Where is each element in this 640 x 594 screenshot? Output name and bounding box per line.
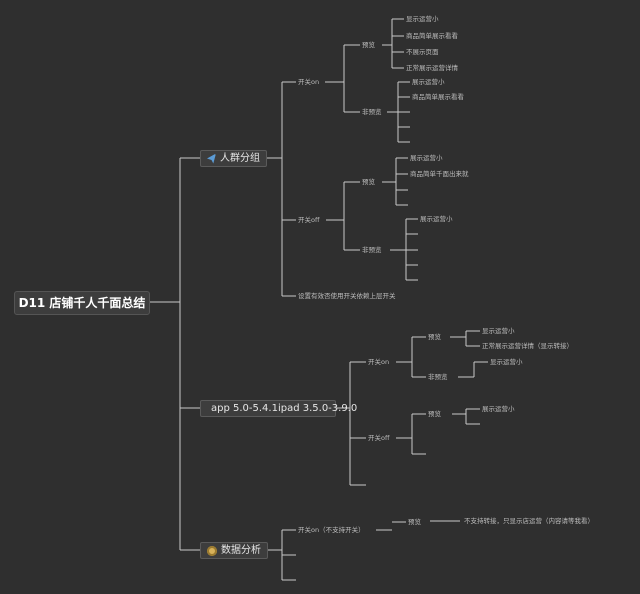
connector-app-off	[396, 413, 426, 455]
branch-crowd-label: 人群分组	[220, 152, 260, 164]
connector-app-on	[396, 336, 426, 378]
root-topic[interactable]: D11 店铺千人千面总结	[14, 291, 150, 315]
crowd-on-preview-item-2[interactable]: 商品简单展示看看	[406, 32, 458, 40]
crowd-off-preview-item-1[interactable]: 展示运营小	[410, 154, 443, 162]
crowd-on-nonpreview[interactable]: 非预览	[362, 108, 382, 116]
data-switch-on[interactable]: 开关on（不支持开关）	[298, 526, 365, 534]
connector-app-on-nonpreview	[458, 361, 488, 378]
connector-crowd-on-nonpreview	[387, 81, 410, 143]
connector-crowd-off-nonpreview	[390, 218, 418, 281]
app-switch-off[interactable]: 开关off	[368, 434, 390, 442]
crowd-off-nonpreview[interactable]: 非预览	[362, 246, 382, 254]
data-on-preview[interactable]: 预览	[408, 518, 421, 526]
connector-app-on-preview	[450, 330, 480, 347]
app-on-nonpreview-item-1[interactable]: 显示运营小	[490, 358, 523, 366]
connector-crowd-on	[325, 44, 360, 113]
crowd-switch-off[interactable]: 开关off	[298, 216, 320, 224]
branch-crowd-grouping[interactable]: 人群分组	[200, 150, 267, 167]
connector-crowd-off	[326, 181, 360, 251]
connector-data-on	[376, 520, 460, 531]
app-off-preview[interactable]: 预览	[428, 410, 441, 418]
crowd-on-preview[interactable]: 预览	[362, 41, 375, 49]
connector-data	[268, 529, 296, 581]
app-switch-on[interactable]: 开关on	[368, 358, 390, 366]
crowd-on-nonpreview-item-2[interactable]: 商品简单展示看看	[412, 93, 464, 101]
app-on-preview-item-1[interactable]: 显示运营小	[482, 327, 515, 335]
crowd-on-preview-item-1[interactable]: 显示运营小	[406, 15, 439, 23]
branch-data-analysis[interactable]: 数据分析	[200, 542, 268, 559]
crowd-switch-on[interactable]: 开关on	[298, 78, 320, 86]
plane-icon	[207, 153, 216, 164]
connector-app-off-preview	[452, 408, 480, 425]
app-on-preview-item-2[interactable]: 正常展示运营详情（显示转接）	[482, 342, 573, 350]
branch-app-label: app 5.0-5.4.1ipad 3.5.0-3.9.0	[211, 402, 358, 414]
app-on-preview[interactable]: 预览	[428, 333, 441, 341]
connector-crowd-on-preview	[382, 18, 404, 69]
connector-crowd	[267, 81, 296, 297]
connector-crowd-off-preview	[382, 157, 408, 206]
app-on-nonpreview[interactable]: 非预览	[428, 373, 448, 381]
crowd-on-nonpreview-item-1[interactable]: 展示运营小	[412, 78, 445, 86]
branch-data-label: 数据分析	[221, 544, 261, 556]
crowd-on-preview-item-4[interactable]: 正常展示运营详情	[406, 64, 458, 72]
crowd-note[interactable]: 设置有效否使用开关依赖上层开关	[298, 292, 396, 300]
chart-icon	[207, 545, 217, 556]
branch-app[interactable]: app 5.0-5.4.1ipad 3.5.0-3.9.0	[200, 400, 357, 417]
app-off-preview-item-1[interactable]: 展示运营小	[482, 405, 515, 413]
data-on-preview-item-1[interactable]: 不支持转接，只显示店运营（内容请等我看）	[464, 517, 594, 525]
connector-root	[148, 157, 200, 551]
connector-app	[336, 361, 366, 486]
crowd-on-preview-item-3[interactable]: 不展示页面	[406, 48, 439, 56]
crowd-off-nonpreview-item-1[interactable]: 展示运营小	[420, 215, 453, 223]
crowd-off-preview[interactable]: 预览	[362, 178, 375, 186]
crowd-off-preview-item-2[interactable]: 商品简单千面出来就	[410, 170, 469, 178]
